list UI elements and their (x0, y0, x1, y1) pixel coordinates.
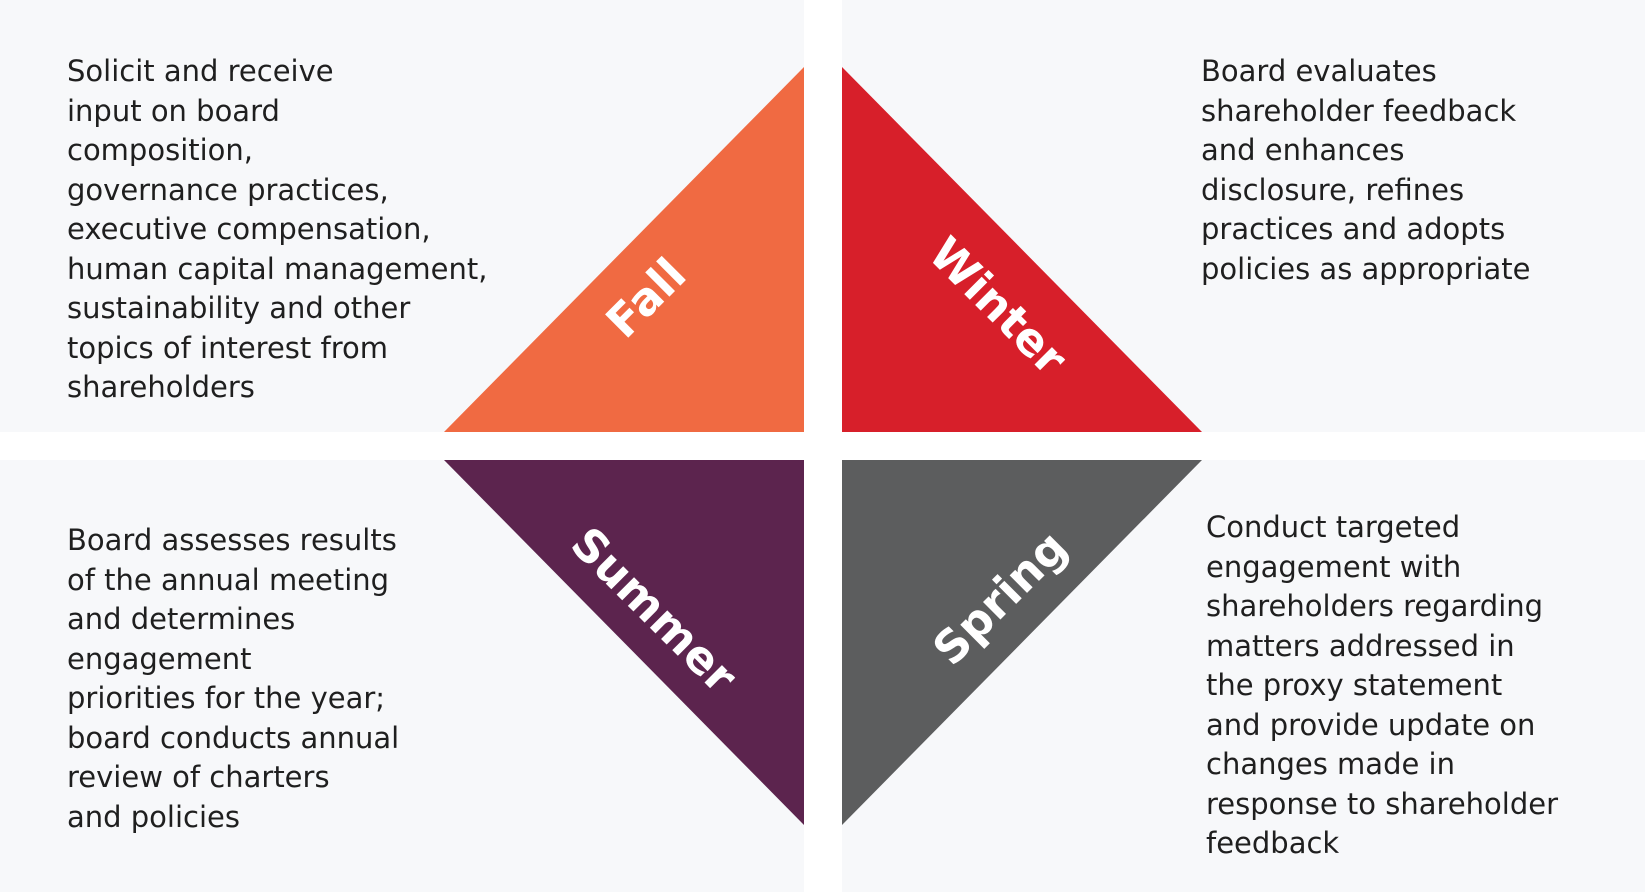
spring-description: Conduct targeted engagement with shareho… (1206, 510, 1559, 860)
winter-description: Board evaluates shareholder feedback and… (1201, 54, 1531, 286)
fall-description: Solicit and receive input on board compo… (67, 54, 488, 404)
summer-triangle (444, 460, 804, 825)
winter-triangle (842, 67, 1202, 432)
fall-triangle (444, 67, 804, 432)
spring-triangle (842, 460, 1202, 825)
summer-description: Board assesses results of the annual mee… (67, 523, 400, 834)
